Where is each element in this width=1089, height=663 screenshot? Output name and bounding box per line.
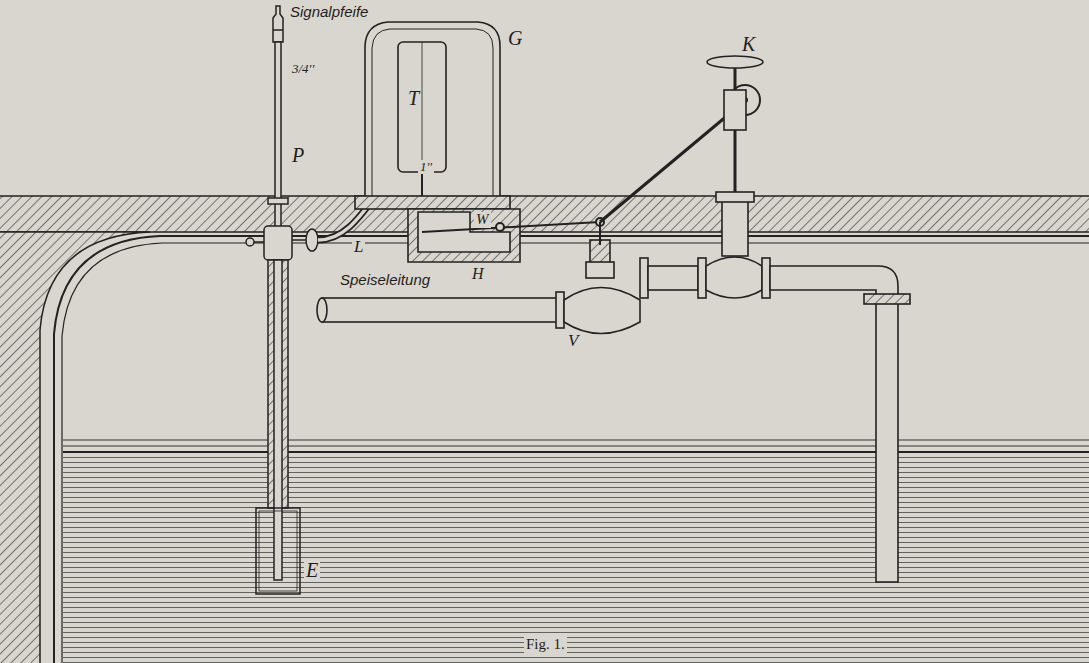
- figure-caption: Fig. 1.: [524, 636, 567, 653]
- part-letter: E: [304, 560, 320, 581]
- part-letter: L: [352, 238, 365, 256]
- feed-pipe-valves: [317, 56, 910, 582]
- part-letter: W: [474, 212, 491, 228]
- whistle-label: Signalpfeife: [288, 4, 370, 20]
- boiler-setting: [0, 196, 1089, 663]
- part-letter: K: [740, 34, 757, 55]
- part-letter: G: [506, 28, 524, 49]
- pipe-size: 3/4'': [290, 62, 316, 76]
- signal-pipe: [246, 6, 318, 594]
- part-letter: T: [406, 88, 421, 109]
- part-letter: P: [290, 145, 306, 166]
- part-letter: H: [470, 266, 486, 283]
- part-letter: V: [566, 332, 580, 350]
- pipe-size: 1'': [418, 160, 434, 174]
- lever-weight: [422, 85, 760, 245]
- pipe-name: Speiseleitung: [338, 272, 432, 288]
- float-tank: [355, 22, 610, 270]
